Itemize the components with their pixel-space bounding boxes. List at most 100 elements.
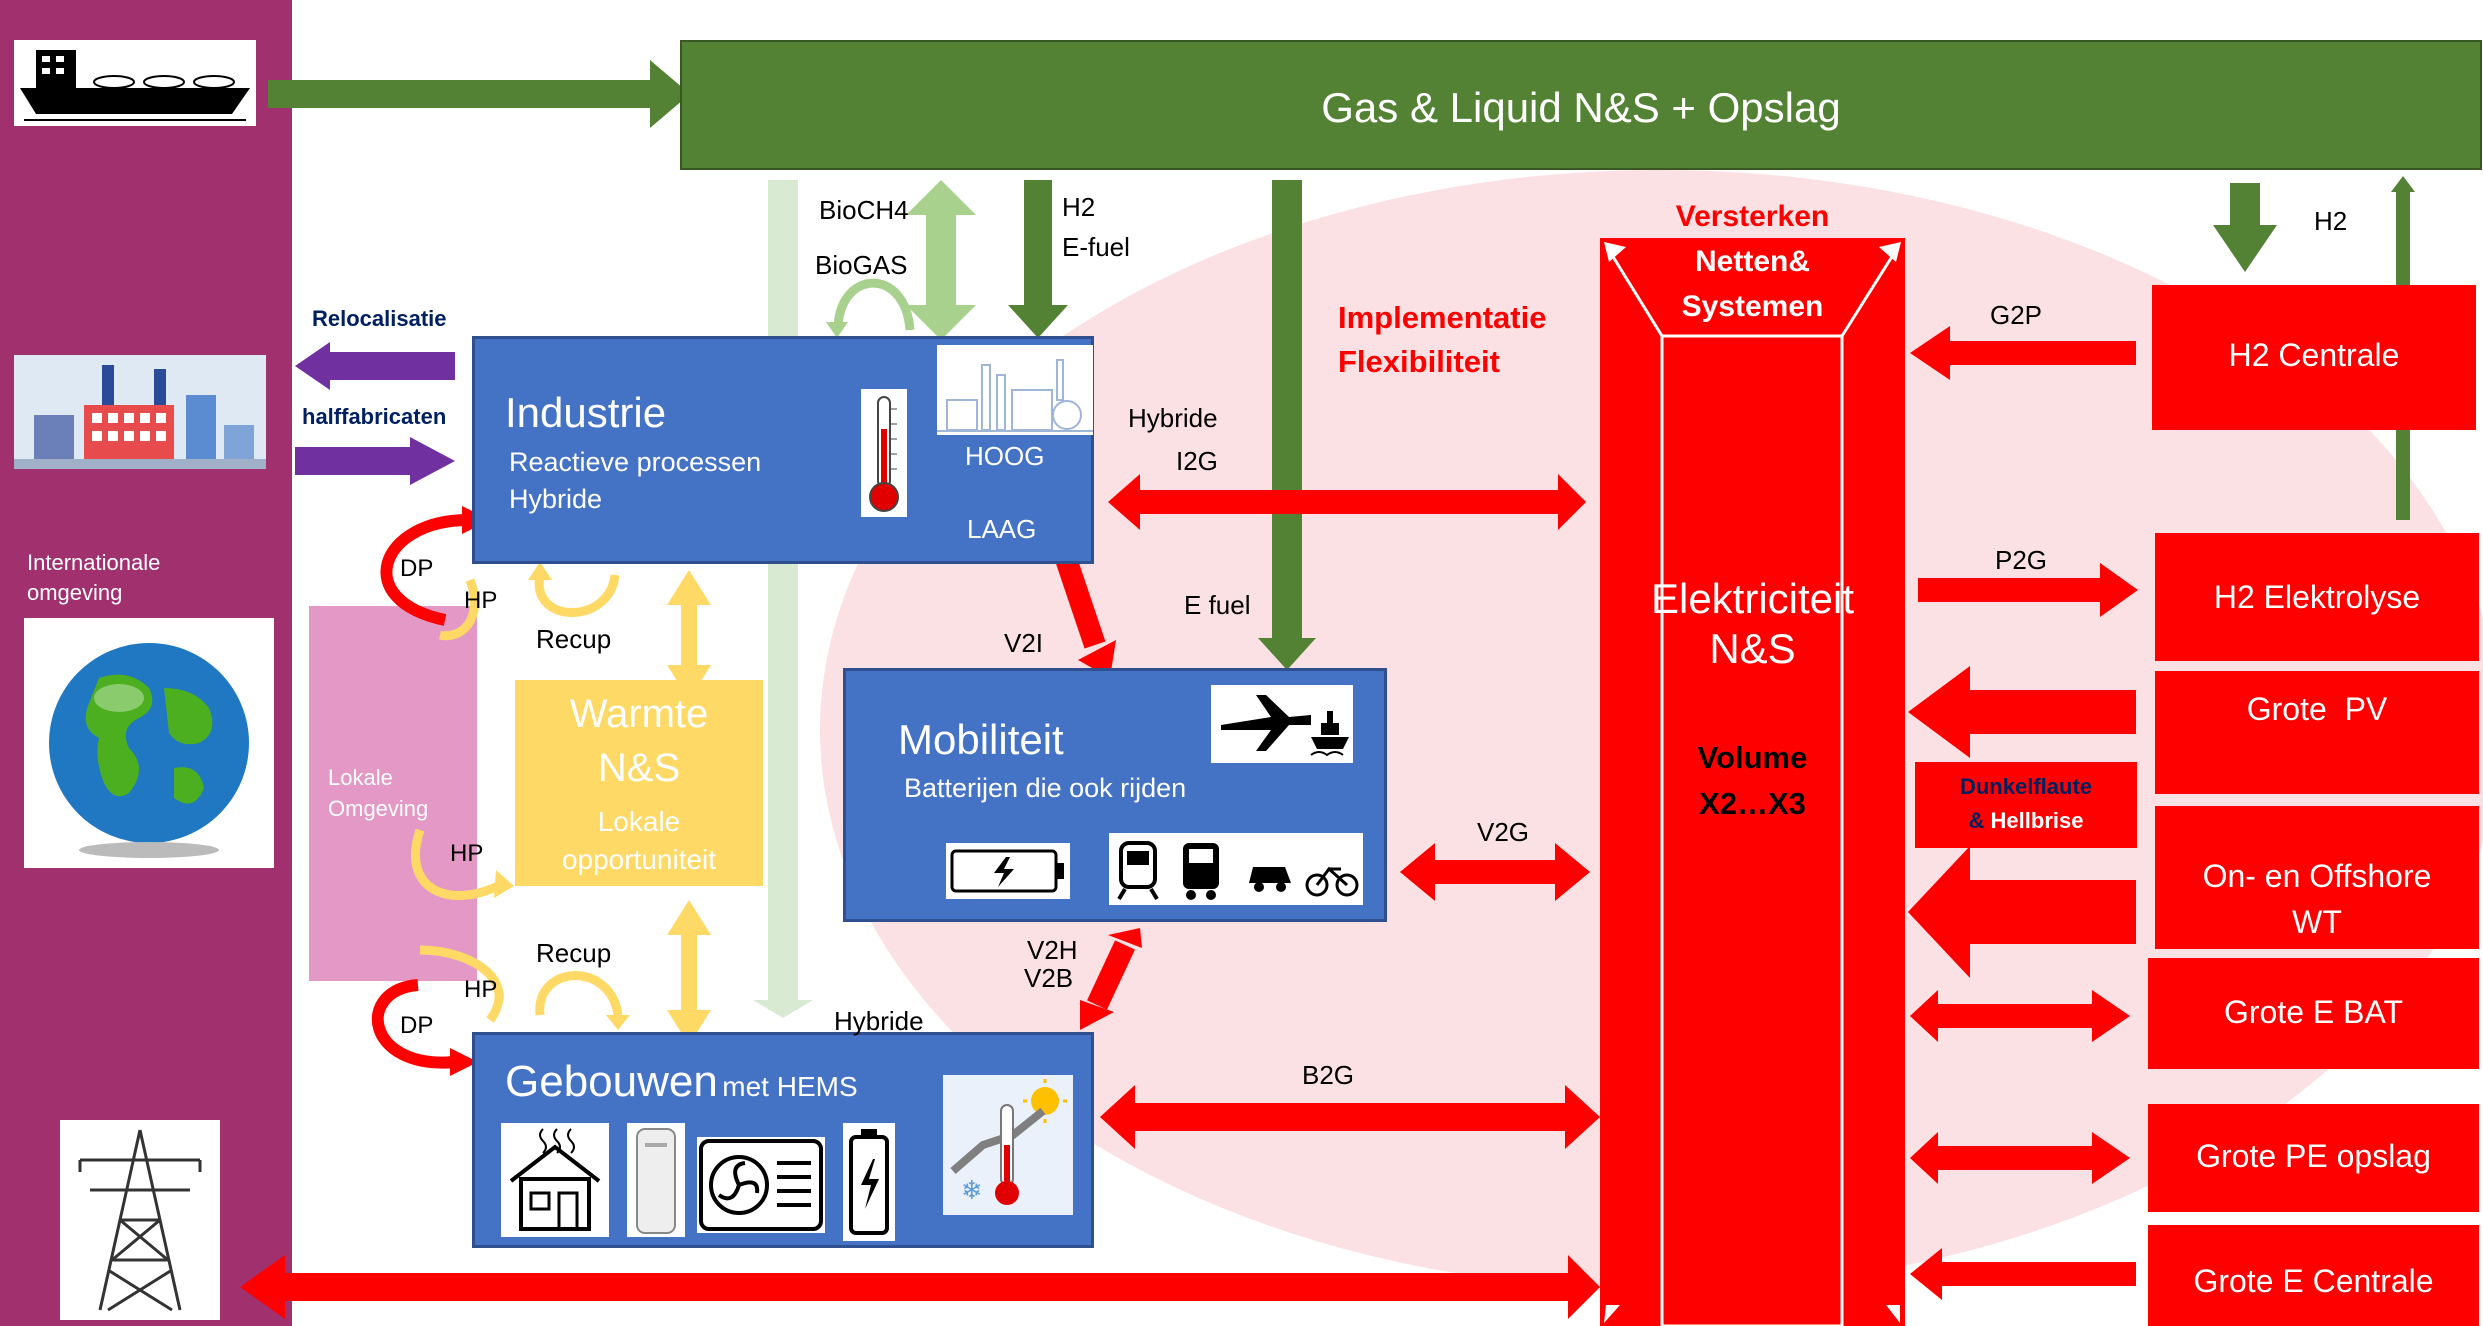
battery-icon [946,843,1070,899]
house-icon [501,1123,609,1237]
recup-curve-top [534,574,620,617]
v2g-double-arrow [1400,843,1590,901]
globe-icon [24,618,274,868]
halffabricaten-arrow [295,437,455,485]
elektriciteit-title1: Elektriciteit [1650,575,1855,622]
dp-curve-low [371,979,456,1069]
dp-label-low: DP [400,1012,434,1039]
hellbrise: Hellbrise [1990,808,2084,833]
boiler-icon [627,1123,685,1237]
hybride-label-top: Hybride [1128,403,1218,433]
wt-label-1: On- en Offshore [2202,858,2432,894]
lokale-label-1: Lokale [328,765,393,790]
h2-centrale-label: H2 Centrale [2228,337,2400,373]
factory-icon [14,355,266,469]
svg-text:❄: ❄ [961,1176,983,1206]
bioch4-double-arrow [906,180,976,340]
pylon-icon [60,1120,220,1320]
hp-curve-mid [411,828,503,901]
grote-pe-label: Grote PE opslag [2196,1138,2431,1174]
hybride-label-low: Hybride [834,1006,924,1036]
warmte-sub1: Lokale [597,806,681,837]
lokale-omgeving-box [309,606,477,981]
hp-label-top: HP [464,587,498,614]
grote-ecentrale-label: Grote E Centrale [2193,1263,2434,1299]
gebouwen-box: Gebouwen met HEMS ❄ [472,1032,1094,1248]
halffabricaten-label: halffabricaten [302,404,447,429]
hp-label-mid: HP [450,840,484,867]
gas-title: Gas & Liquid N&S + Opslag [1321,84,1841,131]
h2-centrale-box: H2 Centrale [2152,285,2476,430]
versterken-1: Versterken [1675,200,1830,233]
hp-curve-low [419,945,504,1023]
grote-pv-box: Grote PV [2155,671,2479,794]
relocalisatie-label: Relocalisatie [312,306,447,331]
ecentrale-arrow [1910,1248,2136,1300]
climate-thermometer-icon: ❄ [943,1075,1073,1215]
dp-label-top: DP [400,555,434,582]
relocalisatie-arrow [295,342,455,390]
mobiliteit-box: Mobiliteit Batterijen die ook rijden [843,668,1387,922]
factory-outline-icon [937,345,1093,435]
implementatie-label-2: Flexibiliteit [1338,344,1500,379]
warmte-gebouwen-arrow [667,900,711,1045]
pe-double-arrow [1910,1132,2130,1184]
industrie-title: Industrie [505,389,667,436]
g2p-arrow [1910,326,2136,380]
hp-label-low: HP [464,976,498,1003]
dunkelflaute-line1: Dunkelflaute [1959,774,2093,799]
efuel-label: E fuel [1184,590,1251,620]
dunkelflaute-amp: & [1968,808,1991,833]
mobiliteit-sub: Batterijen die ook rijden [904,773,1187,803]
h2-right-label: H2 [2314,206,2348,236]
h2-elektrolyse-label: H2 Elektrolyse [2213,579,2421,615]
i2g-double-arrow [1108,474,1586,530]
dunkelflaute-line2: & Hellbrise [1915,808,2137,834]
plane-ship-icon [1211,685,1353,763]
p2g-arrow [1918,563,2138,617]
wt-box: On- en Offshore WT [2155,806,2479,949]
grote-ecentrale-box: Grote E Centrale [2148,1225,2479,1326]
gebouwen-title-suffix: met HEMS [722,1071,858,1102]
industrie-box: Industrie Reactieve processen Hybride HO… [472,336,1094,564]
hp-curve-top [438,578,480,641]
i2g-label: I2G [1176,446,1218,476]
versterken-2: Netten& [1694,245,1810,278]
b2g-double-arrow [1100,1085,1600,1149]
thermometer-icon [861,389,907,517]
efuel-label-top: E-fuel [1062,232,1130,262]
grote-ebat-box: Grote E BAT [2148,958,2479,1069]
gebouwen-title-main: Gebouwen [505,1057,718,1106]
transport-icons [1109,833,1363,905]
pale-green-arrow [753,180,813,1018]
grid-double-arrow [240,1255,1600,1319]
industrie-sub1: Reactieve processen [509,447,762,477]
lokale-label-2: Omgeving [328,796,429,821]
internationale-label-2: omgeving [27,580,123,605]
elektriciteit-vol1: Volume [1697,740,1808,775]
gas-liquid-box: Gas & Liquid N&S + Opslag [680,40,2482,170]
biogas-curved-arrow [833,278,915,331]
h2-down-arrow [2213,183,2277,272]
warmte-title2: N&S [597,746,681,790]
pv-arrow [1908,666,2136,758]
heat-pump-icon [697,1137,825,1233]
b2g-label: B2G [1302,1060,1355,1090]
ebat-double-arrow [1910,990,2130,1042]
v2h-label: V2H [1027,935,1078,965]
grote-pe-box: Grote PE opslag [2148,1104,2479,1212]
elektriciteit-vol2: X2…X3 [1699,786,1806,821]
dunkelflaute-box: Dunkelflaute & Hellbrise [1915,762,2137,848]
versterken-3: Systemen [1681,290,1824,323]
elektriciteit-frame [1600,238,1905,1326]
recup-label-top: Recup [536,624,612,654]
efuel-mobiliteit-arrow [1258,180,1316,670]
gebouwen-title: Gebouwen met HEMS [505,1057,858,1107]
g2p-label: G2P [1990,300,2043,330]
ship-to-gas-arrow [268,60,690,128]
recup-label-low: Recup [536,938,612,968]
elektriciteit-title2: N&S [1709,625,1796,672]
h2-label: H2 [1062,192,1096,222]
